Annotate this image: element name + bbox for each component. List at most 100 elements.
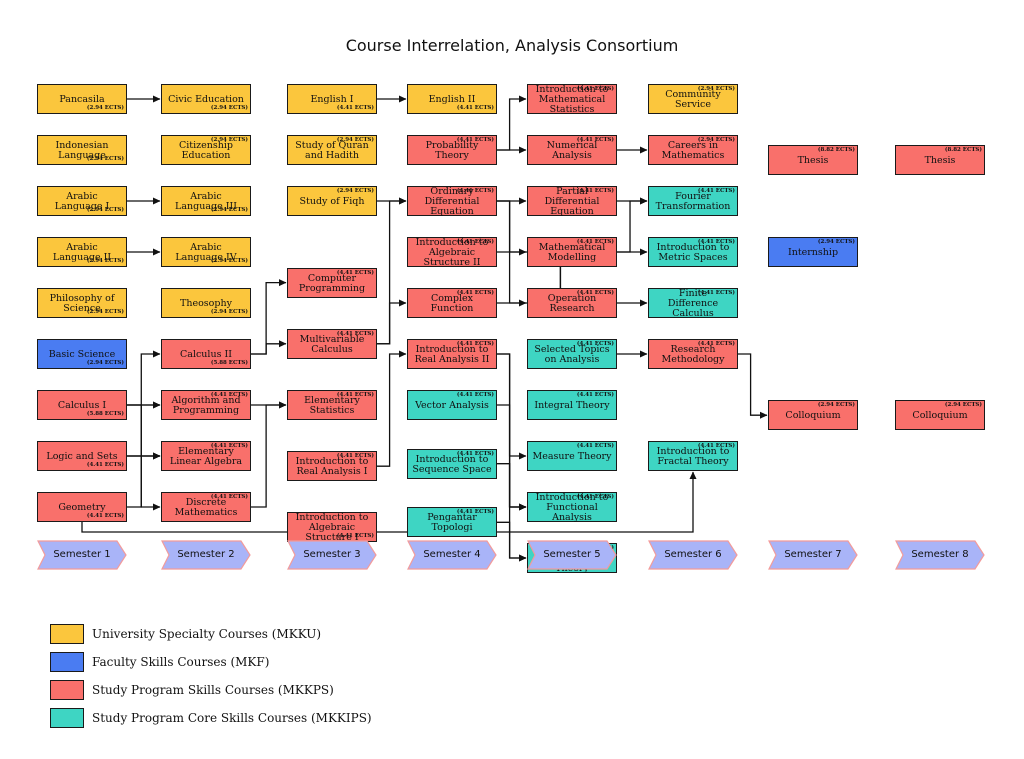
course-name: Indonesian Language [55, 140, 109, 161]
course-name: Thesis [797, 155, 829, 167]
course-ects: (4.41 ECTS) [576, 443, 614, 449]
course-research: Research Methodology(4.41 ECTS) [648, 339, 738, 369]
semester-arrow-shape [37, 540, 127, 570]
course-english1: English I(4.41 ECTS) [287, 84, 377, 114]
course-name: Philosophy of Science [49, 293, 115, 314]
course-name: Numerical Analysis [546, 140, 598, 161]
course-thesis8: Thesis(8.82 ECTS) [895, 145, 985, 176]
semester-5: Semester 5 [527, 540, 617, 570]
course-calc1: Calculus I(5.88 ECTS) [37, 390, 127, 420]
course-ects: (4.41 ECTS) [697, 239, 735, 245]
semester-arrow-shape [161, 540, 251, 570]
course-ects: (4.41 ECTS) [697, 341, 735, 347]
course-name: Research Methodology [661, 344, 725, 365]
course-name: Introduction to Real Analysis II [414, 344, 490, 365]
course-ects: (4.41 ECTS) [576, 494, 614, 500]
semester-label: Semester 1 [53, 549, 111, 560]
course-name: Careers in Mathematics [661, 140, 725, 161]
semester-4: Semester 4 [407, 540, 497, 570]
legend-label: Faculty Skills Courses (MKF) [92, 655, 270, 669]
course-ects: (2.94 ECTS) [210, 308, 248, 315]
course-ects: (2.94 ECTS) [336, 188, 374, 194]
link-discrete-to-elemstat [251, 401, 287, 508]
course-ects: (4.41 ECTS) [456, 239, 494, 245]
legend-item-mkkps: Study Program Skills Courses (MKKPS) [50, 679, 334, 701]
semester-2: Semester 2 [161, 540, 251, 570]
link-geometry-to-fractal [81, 471, 697, 533]
course-ects: (4.41 ECTS) [336, 269, 374, 276]
course-name: Complex Function [430, 293, 474, 314]
link-topology-to-operator [497, 521, 527, 562]
course-measure: Measure Theory(4.41 ECTS) [527, 441, 617, 471]
course-ects: (2.94 ECTS) [86, 308, 124, 315]
semester-label: Semester 5 [543, 549, 601, 560]
course-ects: (5.88 ECTS) [210, 359, 248, 366]
course-ects: (4.41 ECTS) [210, 494, 248, 500]
course-name: Introduction to Algebraic Structure II [415, 237, 489, 268]
course-theosophy: Theosophy(2.94 ECTS) [161, 288, 251, 318]
course-ects: (2.94 ECTS) [944, 402, 982, 409]
course-ects: (4.41 ECTS) [697, 188, 735, 194]
semester-label: Semester 6 [664, 549, 722, 560]
course-ects: (4.41 ECTS) [456, 104, 494, 111]
course-modelling: Mathematical Modelling(4.41 ECTS) [527, 237, 617, 267]
course-ects: (4.41 ECTS) [576, 86, 614, 92]
course-logic: Logic and Sets(4.41 ECTS) [37, 441, 127, 471]
semester-label: Semester 3 [303, 549, 361, 560]
legend-label: Study Program Skills Courses (MKKPS) [92, 683, 334, 697]
course-ects: (4.41 ECTS) [576, 188, 614, 194]
course-name: Arabic Language IV [175, 242, 237, 263]
course-ects: (2.94 ECTS) [817, 402, 855, 409]
course-name: Introduction to Functional Analysis [535, 492, 609, 523]
course-complex: Complex Function(4.41 ECTS) [407, 288, 497, 318]
course-name: Citizenship Education [178, 140, 234, 161]
legend-swatch [50, 708, 84, 728]
course-ects: (2.94 ECTS) [86, 104, 124, 111]
course-ects: (2.94 ECTS) [336, 137, 374, 143]
course-name: Mathematical Modelling [538, 242, 606, 263]
course-topology: Pengantar Topologi(4.41 ECTS) [407, 507, 497, 538]
course-ects: (8.82 ECTS) [817, 147, 855, 154]
course-ects: (2.94 ECTS) [86, 257, 124, 264]
link-realan1-to-realan2 [377, 350, 407, 467]
course-citizen: Citizenship Education(2.94 ECTS) [161, 135, 251, 165]
course-ects: (2.94 ECTS) [817, 239, 855, 245]
course-name: Colloquium [912, 410, 968, 422]
course-ects: (2.94 ECTS) [86, 155, 124, 162]
semester-label: Semester 7 [784, 549, 842, 560]
course-finitediff: Finite Difference Calculus(4.41 ECTS) [648, 288, 738, 318]
legend-swatch [50, 680, 84, 700]
course-ects: (4.41 ECTS) [576, 392, 614, 398]
course-ects: (4.41 ECTS) [697, 290, 735, 296]
course-name: Vector Analysis [415, 400, 489, 412]
link-multivar-to-ode [377, 197, 407, 345]
semester-3: Semester 3 [287, 540, 377, 570]
course-ects: (4.41 ECTS) [456, 137, 494, 143]
course-functional: Introduction to Functional Analysis(4.41… [527, 492, 617, 522]
course-name: English II [428, 94, 476, 106]
course-name: Probability Theory [425, 140, 479, 161]
course-ects: (4.41 ECTS) [86, 461, 124, 468]
course-name: Operation Research [547, 293, 597, 314]
link-sequence-to-operator [497, 463, 527, 562]
course-ects: (4.41 ECTS) [576, 239, 614, 245]
course-ects: (4.41 ECTS) [456, 392, 494, 398]
course-name: Elementary Linear Algebra [169, 446, 243, 467]
course-name: Introduction to Sequence Space [412, 453, 492, 475]
semester-arrow-shape [648, 540, 738, 570]
semester-arrow-shape [895, 540, 985, 570]
course-name: Colloquium [785, 410, 841, 422]
course-name: Introduction to Metric Spaces [656, 242, 730, 263]
diagram-title: Course Interrelation, Analysis Consortiu… [345, 36, 679, 55]
course-arabic2: Arabic Language II(2.94 ECTS) [37, 237, 127, 267]
course-ects: (8.82 ECTS) [944, 147, 982, 154]
course-basicsci: Basic Science(2.94 ECTS) [37, 339, 127, 369]
link-logic-to-algoprog [127, 401, 161, 457]
course-mathstat: Introduction to Mathematical Statistics(… [527, 84, 617, 114]
course-arabic1: Arabic Language I(2.94 ECTS) [37, 186, 127, 216]
course-english2: English II(4.41 ECTS) [407, 84, 497, 114]
course-ects: (4.41 ECTS) [86, 512, 124, 519]
course-algstr1: Introduction to Algebraic Structure I(4.… [287, 512, 377, 543]
course-community: Community Service(2.94 ECTS) [648, 84, 738, 114]
course-name: Theosophy [180, 298, 232, 310]
